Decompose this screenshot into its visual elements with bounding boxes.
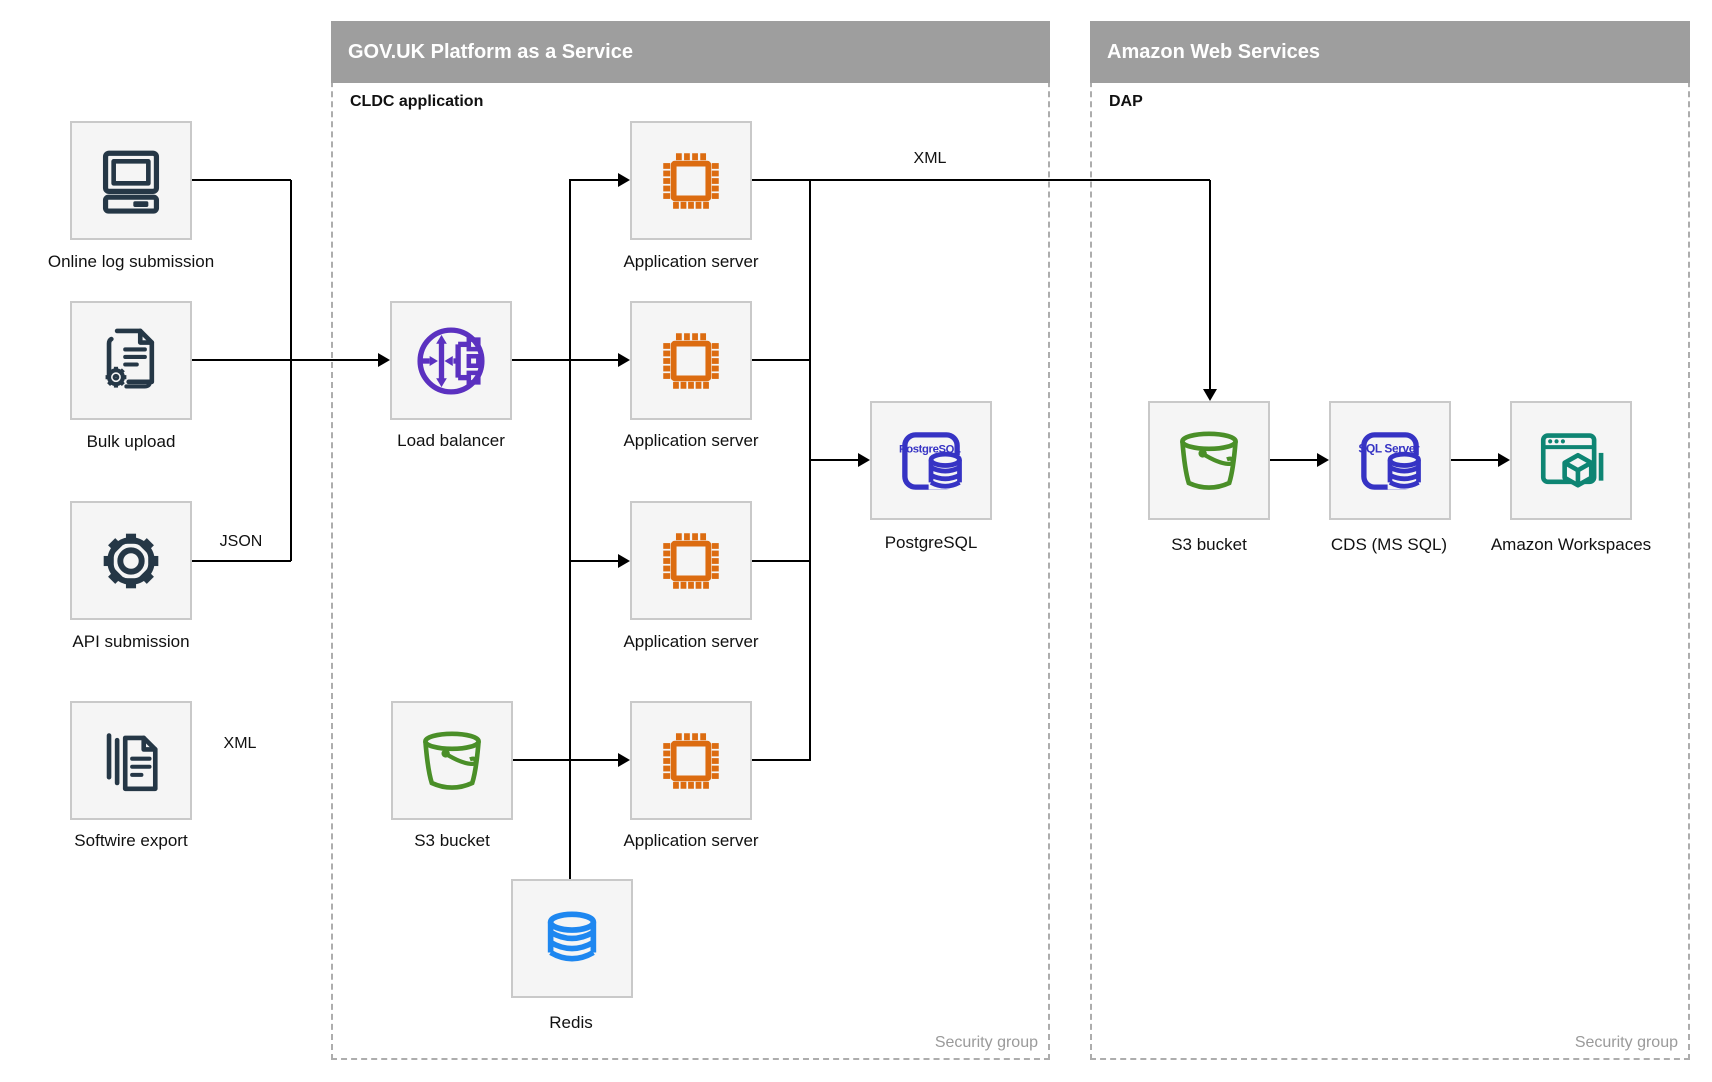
bulk-upload-label: Bulk upload xyxy=(86,432,176,451)
aws-security-group-label: Security group xyxy=(1574,1034,1678,1051)
node-amazon-workspaces xyxy=(1510,401,1632,520)
arrowhead-into-load-balancer xyxy=(378,353,390,367)
application-server-2-label: Application server xyxy=(623,431,759,450)
connector-cds-to-workspaces xyxy=(1451,459,1498,461)
s3-bucket-icon xyxy=(1172,424,1246,498)
postgresql-label: PostgreSQL xyxy=(884,533,978,552)
workspaces-icon xyxy=(1534,424,1608,498)
s3-bucket-icon xyxy=(415,724,489,798)
application-server-3-label: Application server xyxy=(623,632,759,651)
connector-left-bus xyxy=(569,179,571,880)
connector-sources-junction xyxy=(290,180,292,561)
chip-icon xyxy=(654,144,728,218)
amazon-workspaces-label: Amazon Workspaces xyxy=(1490,535,1652,554)
arrowhead-into-app4 xyxy=(618,753,630,767)
s3-bucket-govuk-label: S3 bucket xyxy=(414,831,490,850)
arrowhead-into-cds xyxy=(1317,453,1329,467)
redis-label: Redis xyxy=(549,1013,593,1032)
node-application-server-1 xyxy=(630,121,752,240)
document-gear-icon xyxy=(94,324,168,398)
computer-icon xyxy=(94,144,168,218)
connector-s3aws-to-cds xyxy=(1270,459,1317,461)
chip-icon xyxy=(654,524,728,598)
connector-app2-to-rbus xyxy=(752,359,810,361)
govuk-paas-title: GOV.UK Platform as a Service xyxy=(348,41,633,63)
gear-icon xyxy=(93,523,169,599)
connector-app1-xml-run xyxy=(752,179,1210,181)
xml-top-edge-label: XML xyxy=(913,150,947,167)
chip-icon xyxy=(654,724,728,798)
json-edge-label: JSON xyxy=(219,533,263,550)
application-server-4-label: Application server xyxy=(623,831,759,850)
govuk-security-group-label: Security group xyxy=(934,1034,1038,1051)
arrowhead-into-workspaces xyxy=(1498,453,1510,467)
connector-rbus-to-postgres xyxy=(810,459,858,461)
svg-text:PostgreSQL: PostgreSQL xyxy=(899,443,961,455)
database-cylinder-icon xyxy=(536,903,608,975)
chip-icon xyxy=(654,324,728,398)
online-log-submission-label: Online log submission xyxy=(47,252,215,271)
node-postgresql: PostgreSQL xyxy=(870,401,992,520)
connector-lb-to-bus xyxy=(512,359,570,361)
node-online-log-submission xyxy=(70,121,192,240)
api-submission-label: API submission xyxy=(72,632,190,651)
connector-bus-to-app1 xyxy=(570,179,618,181)
connector-bulk-to-lb xyxy=(192,359,378,361)
node-s3-bucket-govuk xyxy=(391,701,513,820)
connector-api-json xyxy=(192,560,291,562)
svg-text:SQL Server: SQL Server xyxy=(1358,441,1420,455)
aws-container: Amazon Web Services DAP Security group xyxy=(1090,21,1690,1060)
node-application-server-2 xyxy=(630,301,752,420)
load-balancer-label: Load balancer xyxy=(397,431,505,450)
documents-stack-icon xyxy=(94,724,168,798)
node-load-balancer xyxy=(390,301,512,420)
xml-softwire-edge-label: XML xyxy=(223,735,257,752)
node-s3-bucket-aws xyxy=(1148,401,1270,520)
s3-bucket-aws-label: S3 bucket xyxy=(1171,535,1247,554)
connector-right-bus xyxy=(809,180,811,761)
govuk-paas-container: GOV.UK Platform as a Service CLDC applic… xyxy=(331,21,1050,1060)
softwire-export-label: Softwire export xyxy=(74,831,188,850)
arrowhead-into-s3-aws xyxy=(1203,389,1217,401)
aws-title: Amazon Web Services xyxy=(1107,41,1321,63)
aws-header-bar: Amazon Web Services xyxy=(1090,21,1690,83)
node-softwire-export xyxy=(70,701,192,820)
node-application-server-4 xyxy=(630,701,752,820)
application-server-1-label: Application server xyxy=(623,252,759,271)
node-api-submission xyxy=(70,501,192,620)
connector-app3-to-rbus xyxy=(752,560,810,562)
govuk-paas-header-bar: GOV.UK Platform as a Service xyxy=(331,21,1050,83)
arrowhead-into-app2 xyxy=(618,353,630,367)
cds-ms-sql-label: CDS (MS SQL) xyxy=(1330,535,1448,554)
connector-bus-to-app3 xyxy=(570,560,618,562)
postgresql-icon: PostgreSQL xyxy=(899,423,969,499)
node-cds-ms-sql: SQL Server xyxy=(1329,401,1451,520)
arrowhead-into-postgres xyxy=(858,453,870,467)
connector-s3-to-app4 xyxy=(513,759,618,761)
node-bulk-upload xyxy=(70,301,192,420)
connector-online-log xyxy=(192,179,291,181)
connector-app4-to-rbus xyxy=(752,759,810,761)
arrowhead-into-app1 xyxy=(618,173,630,187)
connector-bus-to-app2 xyxy=(570,359,618,361)
node-redis xyxy=(511,879,633,998)
connector-xml-drop xyxy=(1209,180,1211,389)
arrowhead-into-app3 xyxy=(618,554,630,568)
node-application-server-3 xyxy=(630,501,752,620)
dap-label: DAP xyxy=(1109,93,1143,110)
cldc-application-label: CLDC application xyxy=(350,93,484,110)
load-balancer-icon xyxy=(413,323,489,399)
sql-server-icon: SQL Server xyxy=(1358,423,1428,499)
